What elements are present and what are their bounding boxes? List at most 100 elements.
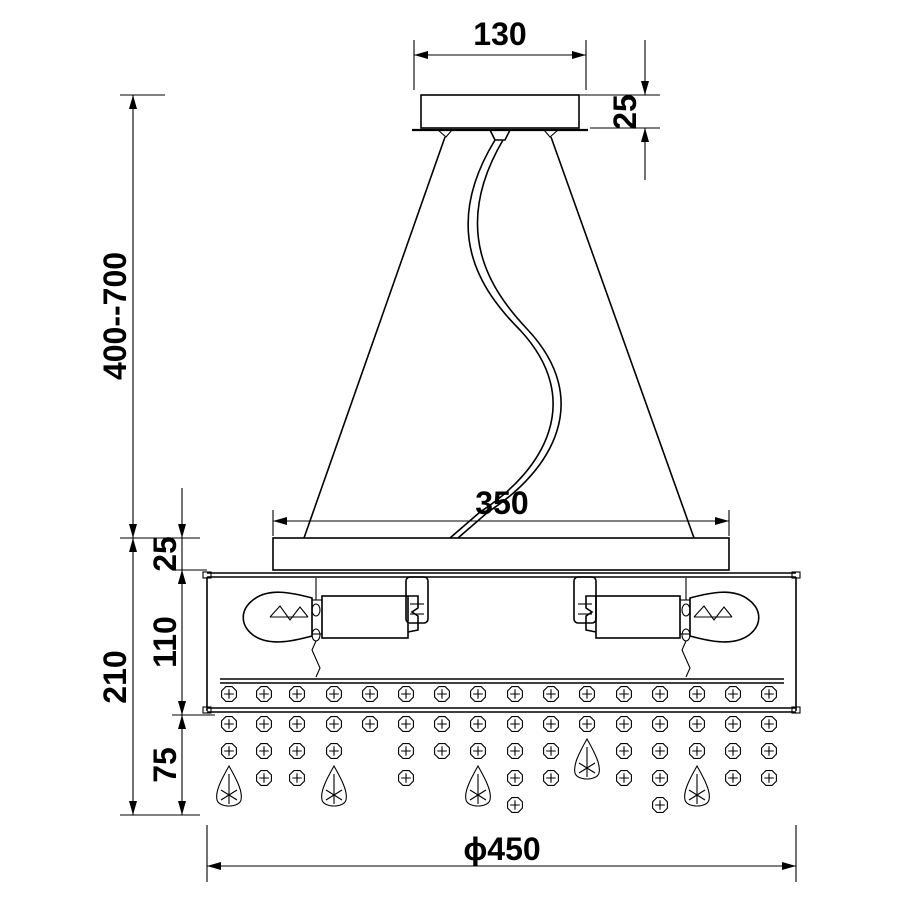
dimension-frame-height: 25 [147, 488, 207, 584]
crystal-bead [579, 686, 595, 702]
crystal-bead [616, 743, 632, 759]
crystal-teardrop-facet [325, 774, 343, 804]
crystal-bead [289, 770, 305, 786]
crystal-bead [362, 686, 378, 702]
crystal-teardrop-facet [578, 747, 596, 777]
crystal-bead [507, 686, 523, 702]
crystal-bead [579, 716, 595, 732]
crystal-bead-facet [437, 689, 447, 699]
crystal-drop-height-label: 75 [147, 747, 183, 783]
ceiling-canopy [412, 94, 588, 141]
dimension-crystal-drop-height: 75 [147, 715, 186, 815]
suspension-length-label: 400--700 [97, 252, 133, 380]
crystal-bead-facet [510, 719, 520, 729]
crystal-bead-facet [619, 689, 629, 699]
crystal-bead [362, 716, 378, 732]
crystal-bead [326, 686, 342, 702]
crystal-bead-facet [764, 719, 774, 729]
crystal-bead-facet [619, 773, 629, 783]
crystal-bead [616, 716, 632, 732]
crystal-bead [761, 716, 777, 732]
crystal-bead-facet [401, 773, 411, 783]
crystal-bead [689, 716, 705, 732]
crystal-bead-facet [728, 746, 738, 756]
right-chain [681, 578, 691, 678]
crystal-bead-facet [582, 689, 592, 699]
crystal-bead [221, 686, 237, 702]
crystal-strands [216, 686, 777, 813]
crystal-bead-facet [546, 746, 556, 756]
diameter-label: ϕ450 [463, 831, 540, 867]
crystal-bead-facet [764, 773, 774, 783]
crystal-bead-facet [655, 719, 665, 729]
crystal-bead [543, 743, 559, 759]
dimension-lamp-section-height: 110 [147, 570, 215, 716]
crystal-bead-facet [329, 719, 339, 729]
crystal-bead-facet [655, 746, 665, 756]
crystal-bead-facet [510, 800, 520, 810]
crystal-bead [470, 686, 486, 702]
crystal-bead [652, 797, 668, 813]
crystal-bead [507, 797, 523, 813]
crystal-teardrop [574, 737, 600, 780]
crystal-bead-facet [546, 719, 556, 729]
dimension-frame-width: 350 [272, 485, 730, 536]
dimension-canopy-height: 25 [580, 40, 660, 180]
crystal-bead-facet [365, 719, 375, 729]
crystal-bead-facet [728, 689, 738, 699]
crystal-bead [725, 743, 741, 759]
crystal-bead [652, 686, 668, 702]
crystal-bead-facet [764, 689, 774, 699]
body-height-label: 210 [97, 650, 133, 703]
crystal-bead [256, 770, 272, 786]
crystal-bead-facet [692, 746, 702, 756]
crystal-bead [725, 770, 741, 786]
crystal-bead-facet [619, 719, 629, 729]
crystal-bead [543, 770, 559, 786]
crystal-teardrop [465, 764, 491, 807]
crystal-bead [289, 686, 305, 702]
dimension-suspension-length: 400--700 [97, 94, 200, 539]
crystal-bead-facet [401, 689, 411, 699]
crystal-bead [761, 770, 777, 786]
crystal-bead-facet [728, 773, 738, 783]
dimension-diameter: ϕ450 [206, 825, 797, 882]
suspension-wires [303, 136, 695, 539]
crystal-teardrop [684, 764, 710, 807]
crystal-bead-facet [655, 800, 665, 810]
power-cable [449, 139, 562, 539]
right-socket-holder [573, 576, 691, 639]
crystal-bead [470, 743, 486, 759]
right-candle-bulb [689, 591, 760, 643]
crystal-bead [652, 716, 668, 732]
crystal-bead [725, 716, 741, 732]
crystal-bead [689, 743, 705, 759]
crystal-bead-facet [764, 746, 774, 756]
crystal-bead-facet [259, 689, 269, 699]
crystal-bead-facet [473, 689, 483, 699]
crystal-bead-facet [401, 719, 411, 729]
crystal-bead-facet [510, 689, 520, 699]
crystal-bead [256, 743, 272, 759]
crystal-bead [543, 716, 559, 732]
crystal-bead [221, 716, 237, 732]
crystal-bead [256, 716, 272, 732]
left-chain [311, 578, 321, 678]
crystal-bead-facet [292, 719, 302, 729]
crystal-bead-facet [292, 773, 302, 783]
crystal-bead-facet [655, 689, 665, 699]
crystal-teardrop-facet [688, 774, 706, 804]
crystal-bead [761, 743, 777, 759]
crystal-bead-facet [510, 746, 520, 756]
crystal-bead [398, 743, 414, 759]
dimension-canopy-width: 130 [413, 16, 587, 90]
canopy-height-label: 25 [607, 94, 643, 130]
crystal-bead-facet [728, 719, 738, 729]
crystal-bead [289, 716, 305, 732]
crystal-teardrop-facet [469, 774, 487, 804]
crystal-bead-facet [259, 773, 269, 783]
crystal-teardrop [216, 764, 242, 807]
crystal-bead-facet [692, 719, 702, 729]
crystal-bead [652, 743, 668, 759]
